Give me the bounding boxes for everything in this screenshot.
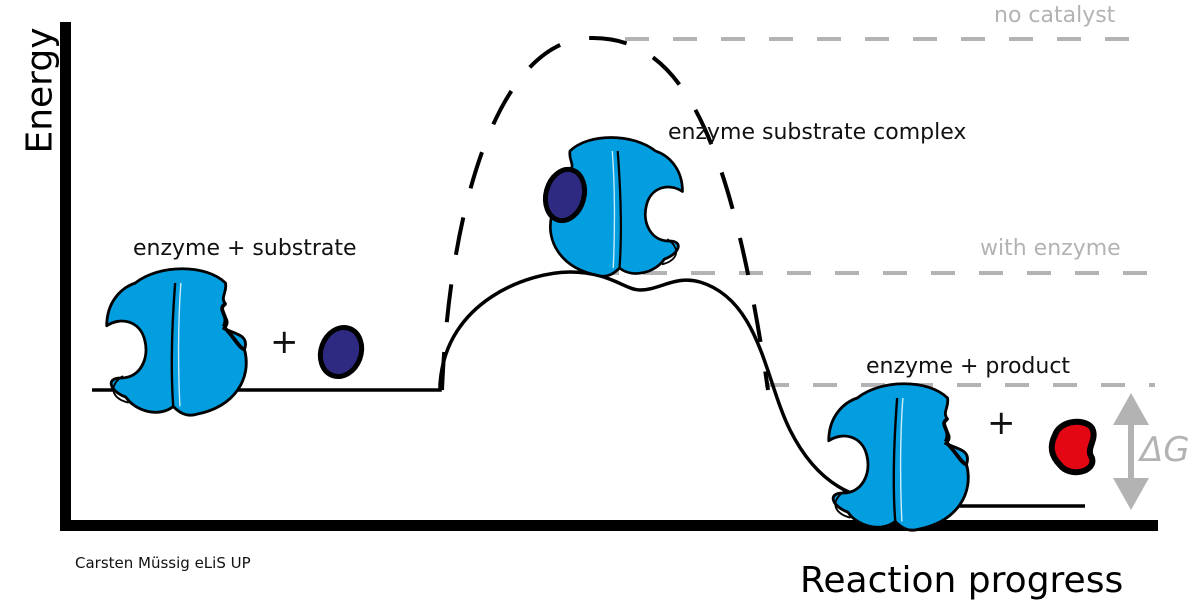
x-axis-label: Reaction progress xyxy=(800,560,1124,601)
delta-g-label: ΔG xyxy=(1140,430,1190,470)
x-axis xyxy=(60,520,1158,531)
y-axis-label: Energy xyxy=(19,27,61,154)
with-enzyme-curve xyxy=(92,270,1085,508)
delta-g-arrow-icon xyxy=(1113,393,1149,510)
initial-plus-sign: + xyxy=(270,322,299,362)
final-plus-sign: + xyxy=(987,403,1016,443)
final-state-label: enzyme + product xyxy=(866,354,1071,379)
credit-text: Carsten Müssig eLiS UP xyxy=(75,554,251,572)
with-enzyme-label: with enzyme xyxy=(980,236,1121,261)
transition-state-label: enzyme substrate complex xyxy=(668,120,967,145)
y-axis xyxy=(60,22,71,531)
bound-substrate-icon xyxy=(542,166,588,224)
enzyme-icon-initial xyxy=(104,266,249,418)
substrate-icon xyxy=(317,325,365,379)
no-catalyst-label: no catalyst xyxy=(994,3,1116,28)
product-icon xyxy=(1048,418,1097,476)
no-catalyst-curve xyxy=(440,35,770,391)
initial-state-label: enzyme + substrate xyxy=(133,236,357,261)
enzyme-icon-final xyxy=(826,381,971,533)
